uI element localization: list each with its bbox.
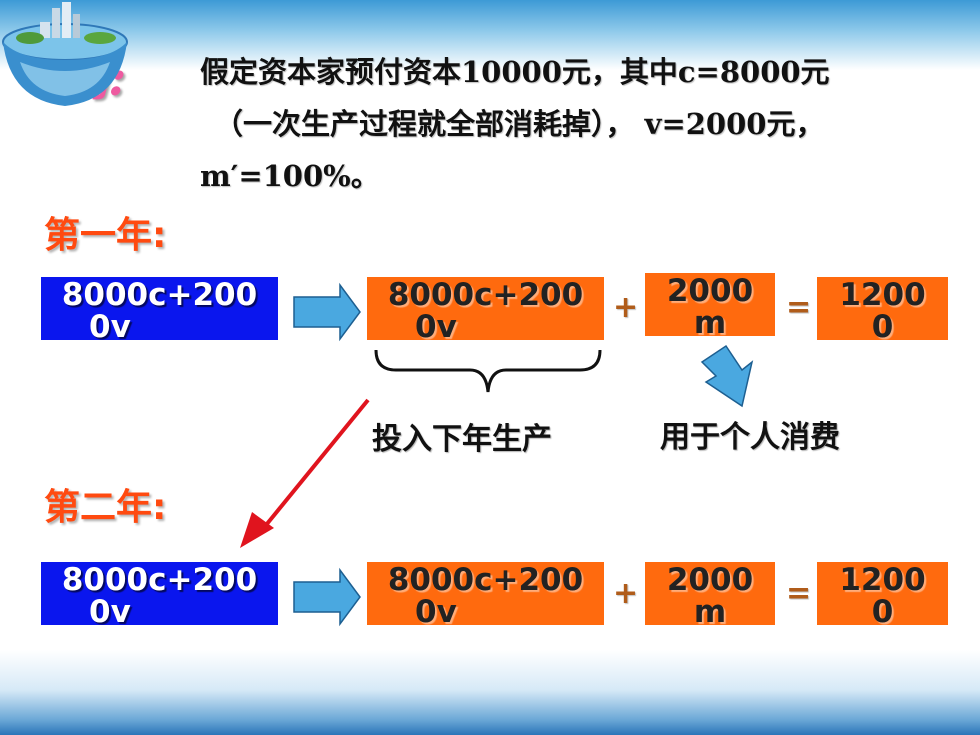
caption-reinvest: 投入下年生产: [372, 422, 552, 457]
box-line: 0: [871, 594, 894, 625]
box-line: 1200: [839, 277, 926, 313]
year2-label: 第二年:: [44, 487, 167, 528]
box-line: 8000c+200: [387, 562, 584, 598]
box-line: 0v: [415, 309, 457, 340]
caption-consume: 用于个人消费: [660, 420, 840, 455]
year2-capital-box: 8000c+200 0v: [41, 562, 278, 625]
problem-statement: 假定资本家预付资本10000元，其中c=8000元 （一次生产过程就全部消耗掉）…: [200, 46, 965, 202]
year1-capital-box: 8000c+200 0v: [41, 277, 278, 340]
right-arrow-icon: [293, 282, 361, 342]
red-arrow-icon: [240, 398, 370, 548]
box-line: 8000c+200: [61, 277, 258, 313]
curly-brace-icon: [374, 349, 602, 393]
down-arrow-icon: [700, 344, 754, 408]
box-line: m: [693, 594, 727, 625]
year1-output-capital-box: 8000c+200 0v: [367, 277, 604, 340]
equals-sign: =: [786, 290, 812, 325]
year1-label: 第一年:: [44, 215, 167, 256]
box-line: 2000: [666, 562, 754, 598]
box-line: 0v: [89, 594, 131, 625]
box-line: 0v: [415, 594, 457, 625]
year2-surplus-box: 2000 m: [645, 562, 775, 625]
right-arrow-icon: [293, 567, 361, 627]
year1-total-box: 1200 0: [817, 277, 948, 340]
plus-sign: +: [613, 290, 639, 325]
year2-output-capital-box: 8000c+200 0v: [367, 562, 604, 625]
year2-total-box: 1200 0: [817, 562, 948, 625]
box-line: 1200: [839, 562, 926, 598]
box-line: 2000: [666, 273, 754, 309]
box-line: m: [693, 305, 727, 336]
box-line: 8000c+200: [61, 562, 258, 598]
year1-surplus-box: 2000 m: [645, 273, 775, 336]
globe-city-icon: [2, 2, 128, 106]
box-line: 0: [871, 309, 894, 340]
box-line: 8000c+200: [387, 277, 584, 313]
problem-line-2: （一次生产过程就全部消耗掉）， v=2000元，: [214, 107, 825, 141]
problem-line-3: m′=100%。: [200, 159, 380, 193]
problem-line-1: 假定资本家预付资本10000元，其中c=8000元: [200, 55, 830, 89]
plus-sign: +: [613, 576, 639, 611]
box-line: 0v: [89, 309, 131, 340]
equals-sign: =: [786, 576, 812, 611]
